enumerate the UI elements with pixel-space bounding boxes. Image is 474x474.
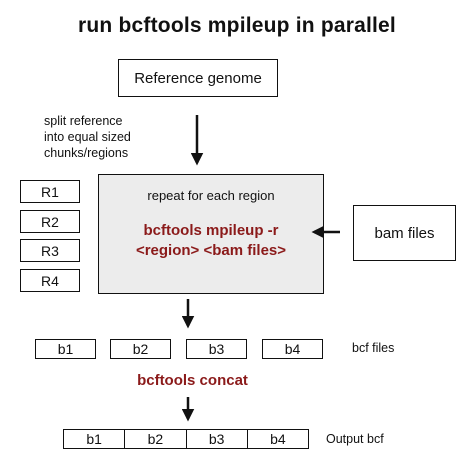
mpileup-process-box: repeat for each region bcftools mpileup … [98, 174, 324, 294]
output-bcf-bar: b1 b2 b3 b4 [63, 429, 309, 449]
bam-files-label: bam files [374, 224, 435, 242]
region-label: R4 [41, 272, 59, 289]
bcf-chunk-label: b2 [132, 341, 149, 357]
repeat-label: repeat for each region [147, 188, 275, 203]
region-label: R3 [41, 242, 59, 259]
bam-files-box: bam files [353, 205, 456, 261]
region-box-r3: R3 [20, 239, 80, 262]
concat-command: bcftools concat [137, 372, 248, 389]
bcf-chunk-b4: b4 [262, 339, 323, 359]
mpileup-command: bcftools mpileup -r <region> <bam files> [99, 221, 323, 261]
split-note: split reference into equal sized chunks/… [44, 113, 131, 161]
output-segment-b1: b1 [64, 430, 126, 448]
split-note-line-1: split reference [44, 114, 123, 128]
bcf-chunk-label: b1 [57, 341, 74, 357]
output-segment-b3: b3 [187, 430, 248, 448]
region-label: R1 [41, 183, 59, 200]
diagram-title: run bcftools mpileup in parallel [78, 14, 396, 37]
region-box-r2: R2 [20, 210, 80, 233]
region-label: R2 [41, 213, 59, 230]
bcf-chunk-b1: b1 [35, 339, 96, 359]
output-segment-b4: b4 [270, 431, 286, 447]
region-box-r4: R4 [20, 269, 80, 292]
bcf-files-label: bcf files [352, 341, 395, 355]
reference-genome-box: Reference genome [118, 59, 278, 97]
region-box-r1: R1 [20, 180, 80, 203]
mpileup-command-line-2: <region> <bam files> [135, 242, 287, 259]
bcf-chunk-label: b4 [284, 341, 301, 357]
output-segment-b2: b2 [125, 430, 187, 448]
mpileup-command-line-1: bcftools mpileup -r [143, 222, 279, 239]
bcf-chunk-label: b3 [208, 341, 225, 357]
split-note-line-2: into equal sized [44, 130, 131, 144]
bcf-chunk-b3: b3 [186, 339, 247, 359]
reference-genome-label: Reference genome [134, 69, 262, 87]
split-note-line-3: chunks/regions [44, 146, 129, 160]
output-bcf-label: Output bcf [326, 432, 384, 446]
bcf-chunk-b2: b2 [110, 339, 171, 359]
